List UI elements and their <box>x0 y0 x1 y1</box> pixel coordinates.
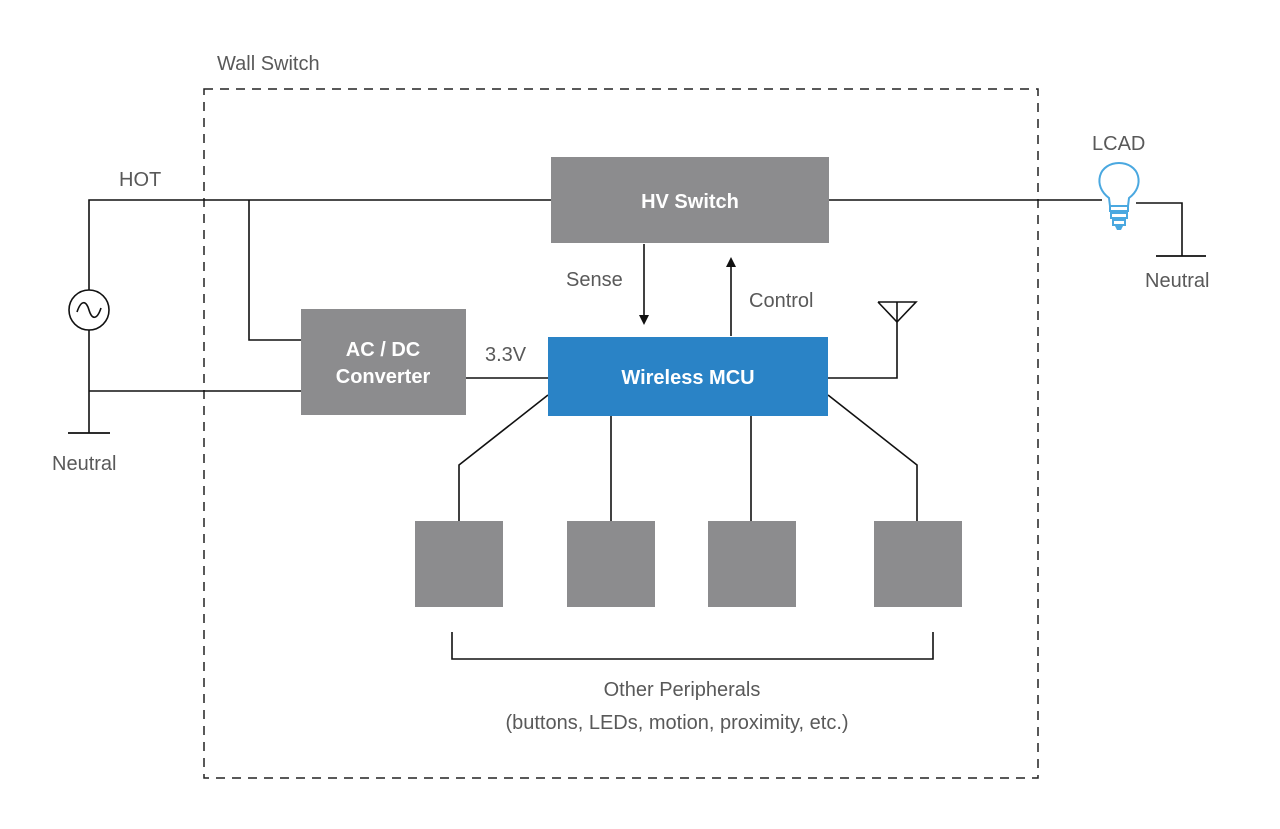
antenna-feed-wire <box>828 322 898 379</box>
neutral-left-label: Neutral <box>52 453 116 475</box>
sense-label: Sense <box>566 269 623 291</box>
voltage-label: 3.3V <box>485 344 527 366</box>
ac-source-icon <box>68 289 110 331</box>
control-label: Control <box>749 290 813 312</box>
light-bulb-icon <box>1098 161 1140 230</box>
peripheral-4-wire <box>827 394 918 521</box>
peripherals-subtitle: (buttons, LEDs, motion, proximity, etc.) <box>505 712 848 734</box>
peripheral-block-1 <box>415 521 503 607</box>
neutral-right-label: Neutral <box>1145 270 1209 292</box>
acdc-converter-label-line1: AC / DC <box>346 339 420 361</box>
hv-switch-label: HV Switch <box>641 191 739 213</box>
peripherals-bracket <box>451 632 934 660</box>
wires <box>88 199 1183 660</box>
peripheral-block-3 <box>708 521 796 607</box>
wall-switch-title: Wall Switch <box>217 53 320 75</box>
wireless-mcu-label: Wireless MCU <box>621 367 754 389</box>
peripherals-title: Other Peripherals <box>604 679 761 701</box>
peripheral-block-2 <box>567 521 655 607</box>
hv-switch-block <box>551 157 829 243</box>
peripheral-1-wire <box>458 394 549 521</box>
acdc-converter-label-line2: Converter <box>336 366 431 388</box>
hot-wire <box>88 199 551 290</box>
acdc-converter-block <box>301 309 466 415</box>
lamp-neutral-wire <box>1136 202 1183 256</box>
converter-hot-wire <box>248 200 301 341</box>
hot-label: HOT <box>119 169 161 191</box>
wall-switch-boundary <box>203 88 1039 779</box>
lcad-label: LCAD <box>1092 133 1145 155</box>
wireless-mcu-block <box>548 337 828 416</box>
peripheral-block-4 <box>874 521 962 607</box>
antenna-icon <box>877 301 918 324</box>
